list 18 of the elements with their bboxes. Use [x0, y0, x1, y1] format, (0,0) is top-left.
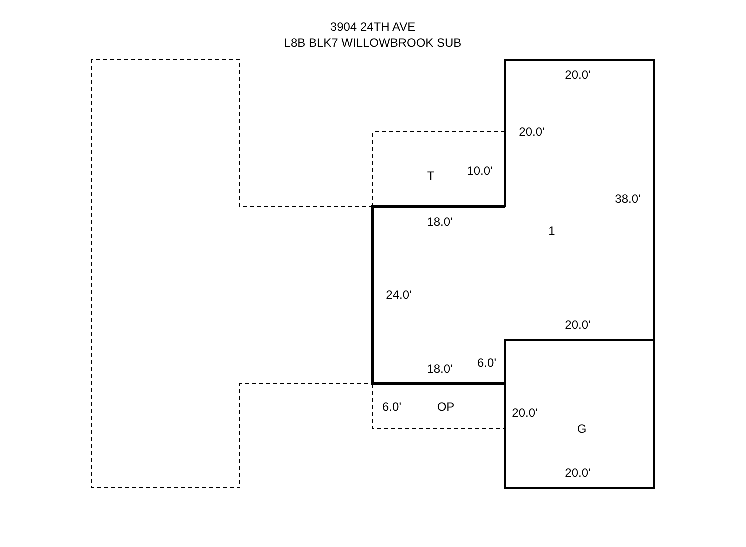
area-label: OP — [437, 400, 455, 414]
dimension-label: 10.0' — [467, 164, 493, 178]
dimension-label: 18.0' — [427, 215, 453, 229]
dimension-label: 6.0' — [382, 400, 402, 414]
area-label: T — [427, 169, 435, 183]
dimension-label: 18.0' — [427, 362, 453, 376]
dimension-label: 20.0' — [565, 318, 591, 332]
dimension-label: 20.0' — [565, 68, 591, 82]
dimension-label: 24.0' — [386, 288, 412, 302]
address-text: 3904 24TH AVE — [330, 20, 416, 34]
dimension-label: 20.0' — [519, 125, 545, 139]
area-label: 1 — [548, 224, 556, 238]
area-label: G — [577, 422, 587, 436]
dimension-label: 20.0' — [512, 406, 538, 420]
dimension-label: 38.0' — [615, 192, 641, 206]
dimension-label: 6.0' — [478, 356, 496, 370]
dimension-label: 20.0' — [565, 466, 591, 480]
lot-description-text: L8B BLK7 WILLOWBROOK SUB — [284, 36, 462, 50]
